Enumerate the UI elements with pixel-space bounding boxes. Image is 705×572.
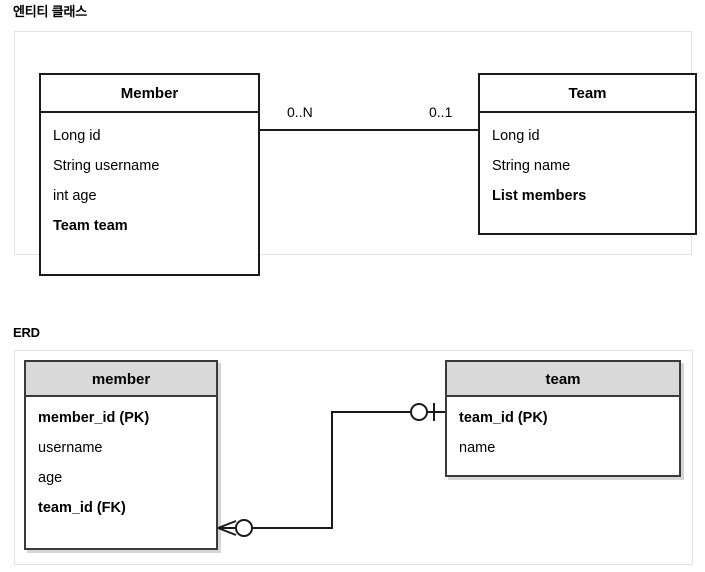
uml-association-line (259, 129, 479, 131)
erd-table-team: team team_id (PK) name (445, 360, 681, 477)
erd-column: username (38, 440, 103, 456)
erd-table-team-columns: team_id (PK) name (447, 397, 679, 463)
erd-column: team_id (FK) (38, 500, 126, 516)
erd-table-team-title: team (447, 362, 679, 397)
uml-class-member-attributes: Long id String username int age Team tea… (41, 113, 258, 241)
uml-attribute: String username (53, 158, 160, 174)
uml-class-member: Member Long id String username int age T… (39, 73, 260, 276)
erd-column: team_id (PK) (459, 410, 548, 426)
uml-attribute: String name (492, 158, 571, 174)
uml-attribute: Long id (53, 128, 101, 144)
uml-attribute: Team team (53, 218, 128, 234)
uml-class-team: Team Long id String name List members (478, 73, 697, 235)
erd-section-title: ERD (13, 325, 40, 340)
uml-class-member-title: Member (41, 75, 258, 113)
erd-table-member-title: member (26, 362, 216, 397)
entity-class-section-title: 엔티티 클래스 (13, 4, 87, 19)
uml-attribute: List members (492, 188, 587, 204)
erd-column: member_id (PK) (38, 410, 150, 426)
uml-class-team-title: Team (480, 75, 695, 113)
erd-table-member-columns: member_id (PK) username age team_id (FK) (26, 397, 216, 523)
erd-table-member: member member_id (PK) username age team_… (24, 360, 218, 550)
multiplicity-label-target: 0..1 (429, 104, 453, 120)
erd-column: name (459, 440, 496, 456)
uml-class-team-attributes: Long id String name List members (480, 113, 695, 211)
multiplicity-label-source: 0..N (287, 104, 313, 120)
uml-attribute: int age (53, 188, 97, 204)
erd-column: age (38, 470, 63, 486)
entity-class-panel: Member Long id String username int age T… (14, 31, 697, 276)
uml-attribute: Long id (492, 128, 540, 144)
